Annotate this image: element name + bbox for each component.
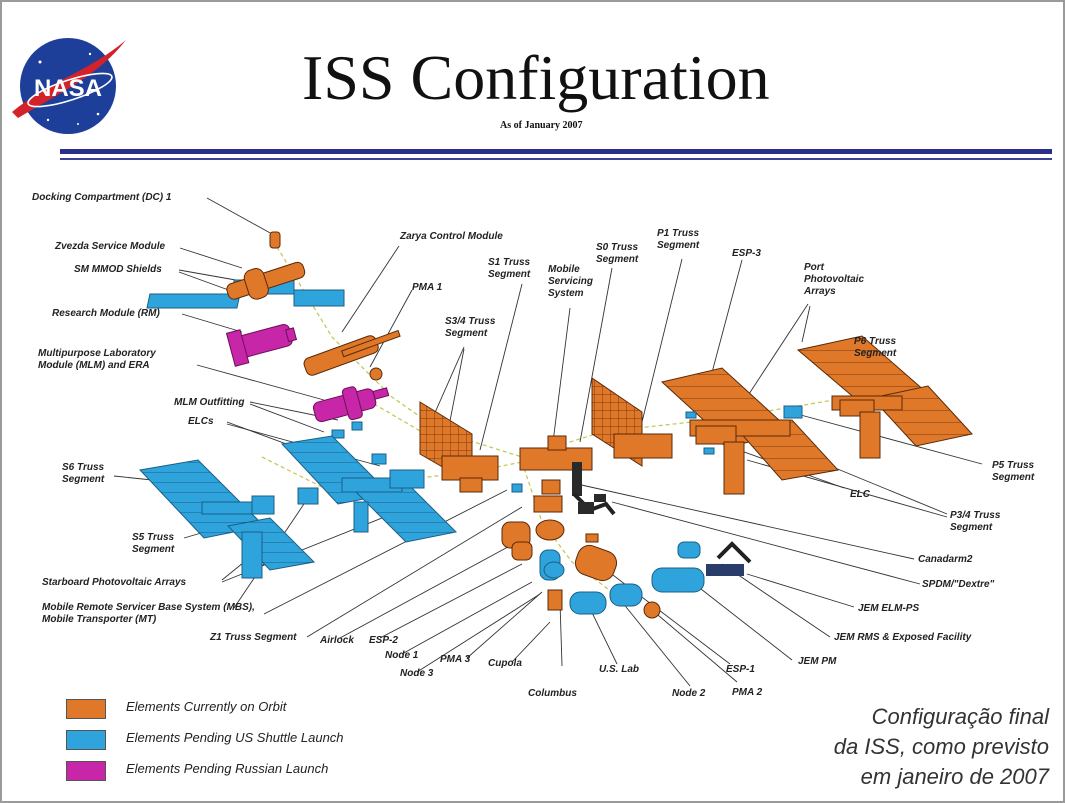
label-esp3: ESP-3 [732,248,761,259]
label-elcs: ELCs [188,416,214,427]
label-p1: P1 Truss Segment [657,228,700,251]
label-canadarm2: Canadarm2 [918,554,973,565]
label-columbus: Columbus [528,688,577,699]
label-zvezda: Zvezda Service Module [55,241,166,252]
label-p6: P6 Truss Segment [854,336,897,359]
nasa-logo: NASA [12,38,126,134]
label-s6: S6 Truss Segment [62,462,105,485]
label-airlock: Airlock [320,635,354,646]
legend-swatch-us-shuttle [66,730,106,750]
caption: Configuração final da ISS, como previsto… [833,704,1049,789]
label-s0: S0 Truss Segment [596,242,639,265]
label-pma3: PMA 3 [440,654,471,665]
label-starboard-pv: Starboard Photovoltaic Arrays [42,577,187,588]
header-rule-thin [60,158,1052,160]
label-jem-pm: JEM PM [798,656,837,667]
label-node2: Node 2 [672,688,706,699]
label-esp2: ESP-2 [369,635,398,646]
legend-label-on-orbit: Elements Currently on Orbit [126,699,287,714]
starboard-truss [138,435,458,579]
label-p34: P3/4 Truss Segment [950,510,1001,533]
label-s1: S1 Truss Segment [488,257,531,280]
label-node1: Node 1 [385,650,419,661]
central-truss [419,377,673,516]
page-subtitle: As of January 2007 [500,120,583,131]
label-sm-mmod: SM MMOD Shields [74,264,162,275]
label-mss: Mobile Servicing System [548,264,594,299]
header-rule [60,149,1052,154]
label-docking-compartment: Docking Compartment (DC) 1 [32,192,172,203]
label-pma2: PMA 2 [732,687,763,698]
svg-text:NASA: NASA [34,75,102,102]
label-p5: P5 Truss Segment [992,460,1035,483]
label-elc: ELC [850,489,870,500]
page-title: ISS Configuration [302,42,770,113]
label-z1: Z1 Truss Segment [210,632,297,643]
label-esp1: ESP-1 [726,664,755,675]
label-mlm: Multipurpose Laboratory Module (MLM) and… [38,348,156,371]
label-sdpm: SPDM/"Dextre" [922,579,995,590]
legend-label-russian: Elements Pending Russian Launch [126,761,329,776]
label-jem-elm-ps: JEM ELM-PS [858,603,920,614]
russian-segment [146,231,401,381]
port-truss [660,335,973,495]
label-mbs: Mobile Remote Servicer Base System (MBS)… [42,602,255,625]
label-us-lab: U.S. Lab [599,664,640,675]
label-cupola: Cupola [488,658,522,669]
label-port-pv: Port Photovoltaic Arrays [804,262,865,297]
label-zarya: Zarya Control Module [400,231,503,242]
pressurized-modules [501,519,752,619]
label-mlm-outfitting: MLM Outfitting [174,397,245,408]
russian-pending-modules [225,324,390,439]
label-s5: S5 Truss Segment [132,532,175,555]
label-node3: Node 3 [400,668,434,679]
legend-label-us-shuttle: Elements Pending US Shuttle Launch [126,730,344,745]
label-research-module: Research Module (RM) [52,308,160,319]
label-jem-rms: JEM RMS & Exposed Facility [834,632,972,643]
label-pma1: PMA 1 [412,282,443,293]
legend-swatch-on-orbit [66,699,106,719]
label-s34: S3/4 Truss Segment [445,316,496,339]
legend-swatch-russian [66,761,106,781]
